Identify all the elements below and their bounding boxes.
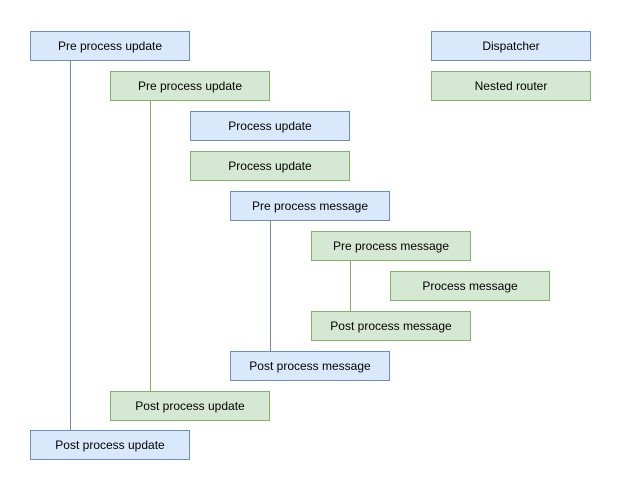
node-process-update: Process update (190, 111, 350, 141)
connector-router-lifeline-1 (150, 101, 151, 391)
legend-nested-router: Nested router (431, 71, 591, 101)
node-post-process-update: Post process update (110, 391, 270, 421)
node-process-message: Process message (390, 271, 550, 301)
connector-router-lifeline-3 (350, 261, 351, 311)
node-pre-process-update: Pre process update (30, 31, 190, 61)
connector-dispatcher-lifeline-2 (270, 221, 271, 351)
node-post-process-message: Post process message (230, 351, 390, 381)
node-pre-process-update: Pre process update (110, 71, 270, 101)
node-pre-process-message: Pre process message (311, 231, 471, 261)
legend-dispatcher: Dispatcher (431, 31, 591, 61)
node-post-process-message: Post process message (311, 311, 471, 341)
node-pre-process-message: Pre process message (230, 191, 390, 221)
node-post-process-update: Post process update (30, 430, 190, 460)
node-process-update: Process update (190, 151, 350, 181)
connector-dispatcher-lifeline-0 (70, 61, 71, 430)
